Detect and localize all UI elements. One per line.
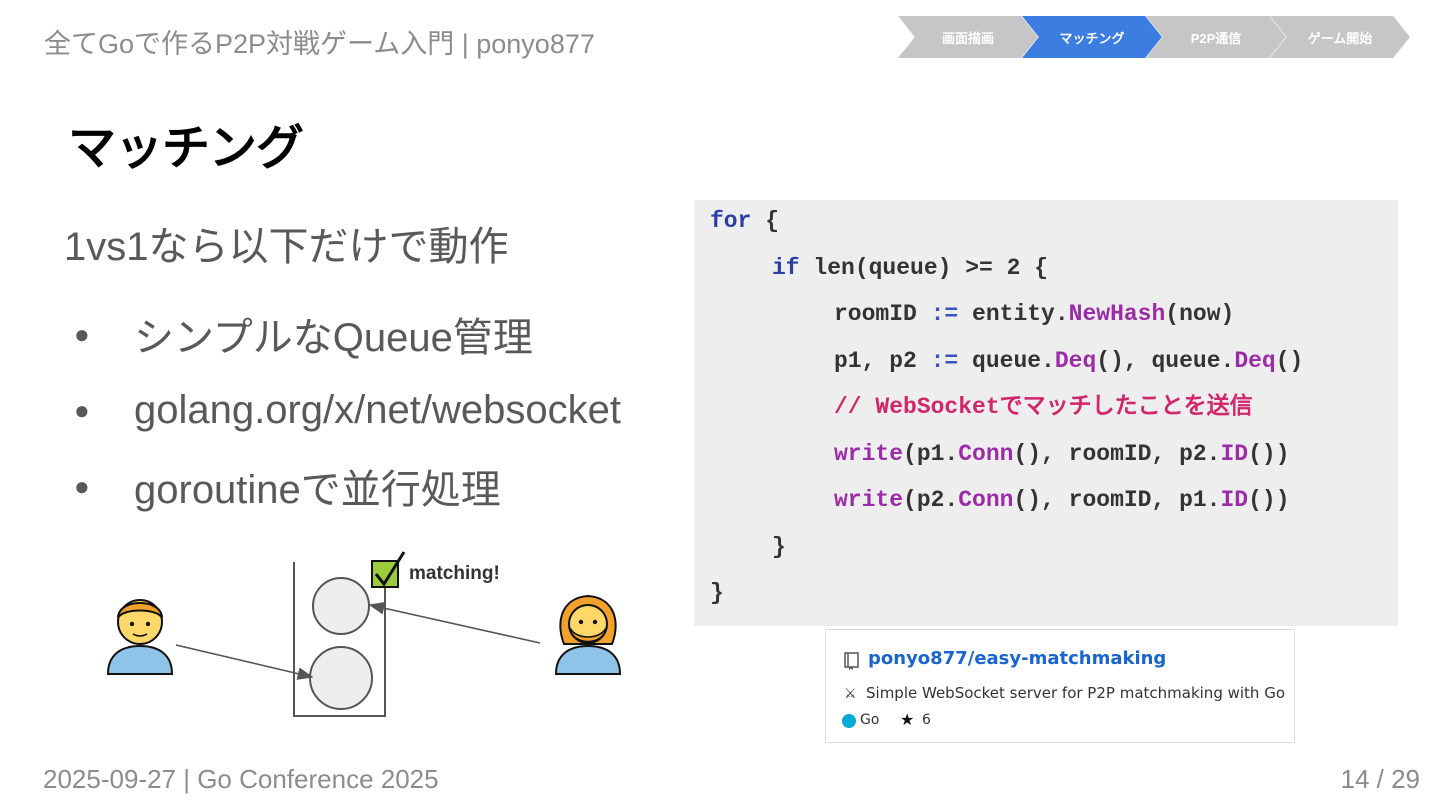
queue-slot-top (312, 577, 370, 635)
code-token: (), queue. (1096, 347, 1235, 374)
code-token: := (930, 301, 959, 327)
repo-card[interactable]: ponyo877/easy-matchmaking ⚔ Simple WebSo… (825, 629, 1295, 743)
bullet-dot: ● (74, 394, 90, 425)
code-token: queue. (958, 347, 1055, 374)
code-line: p1, p2 := queue.Deq(), queue.Deq() (834, 346, 1303, 376)
code-token: ID (1220, 487, 1249, 513)
queue-container (293, 562, 386, 717)
code-token: (p2. (903, 487, 959, 513)
queue-slot-bottom (309, 646, 373, 710)
bullet-list: ● シンプルなQueue管理 ● golang.org/x/net/websoc… (74, 296, 621, 524)
step-game-start: ゲーム開始 (1270, 16, 1410, 58)
code-token: (), roomID, p2. (1013, 440, 1221, 467)
step-p2p: P2P通信 (1146, 16, 1286, 58)
repo-book-icon (844, 652, 859, 670)
code-token: write (834, 487, 904, 513)
repo-language: Go (860, 712, 880, 728)
footer-date-event: 2025-09-27 | Go Conference 2025 (43, 764, 439, 794)
bullet-text: シンプルなQueue管理 (134, 316, 533, 360)
lead-text: 1vs1なら以下だけで動作 (64, 225, 509, 269)
code-token: write (834, 440, 904, 467)
code-token: (now) (1165, 301, 1235, 327)
progress-steps: 画面描画 マッチング P2P通信 ゲーム開始 (898, 16, 1414, 58)
code-line: if len(queue) >= 2 { (772, 253, 1048, 283)
code-line: write(p1.Conn(), roomID, p2.ID()) (834, 439, 1290, 469)
code-token: { (751, 208, 780, 234)
code-token: () (1275, 347, 1304, 374)
code-line: roomID := entity.NewHash(now) (834, 299, 1234, 329)
language-color-dot (842, 714, 856, 728)
code-token: } (772, 533, 786, 560)
arrow-left-player (175, 644, 314, 680)
bullet-text: golang.org/x/net/websocket (134, 387, 621, 432)
code-token: Conn (958, 487, 1014, 513)
code-line: } (772, 532, 786, 562)
code-token: } (710, 580, 724, 606)
bullet-item: ● シンプルなQueue管理 (74, 296, 621, 372)
page-number: 14 / 29 (1340, 764, 1420, 794)
checkmark-icon (371, 551, 406, 588)
code-token: ()) (1248, 487, 1290, 513)
bullet-dot: ● (74, 470, 90, 501)
code-token: Deq (1054, 347, 1097, 374)
code-token: entity. (958, 301, 1069, 327)
code-token: len(queue) >= 2 { (799, 254, 1049, 281)
bullet-item: ● golang.org/x/net/websocket (74, 372, 621, 448)
code-token: (), roomID, p1. (1013, 487, 1221, 513)
code-token: p1, p2 (834, 347, 931, 374)
code-token: // WebSocketでマッチしたことを送信 (834, 394, 1253, 420)
code-token: (p1. (903, 440, 959, 467)
code-token: NewHash (1068, 301, 1166, 327)
code-line: } (710, 578, 724, 608)
code-token: roomID (834, 301, 931, 327)
code-token: ID (1220, 440, 1249, 467)
bullet-item: ● goroutineで並行処理 (74, 448, 621, 524)
repo-description: Simple WebSocket server for P2P matchmak… (866, 684, 1290, 702)
code-line: write(p2.Conn(), roomID, p1.ID()) (834, 485, 1290, 515)
code-token: Deq (1234, 347, 1276, 374)
step-matching: マッチング (1022, 16, 1162, 58)
arrow-right-player (368, 601, 541, 644)
bullet-text: goroutineで並行処理 (134, 468, 501, 512)
code-token: for (710, 208, 752, 234)
code-token: if (772, 254, 800, 281)
code-token: := (930, 347, 959, 374)
matching-label: matching! (409, 563, 500, 584)
step-drawing: 画面描画 (898, 16, 1038, 58)
code-line: // WebSocketでマッチしたことを送信 (834, 392, 1253, 422)
code-token: ()) (1248, 440, 1290, 467)
slide-title: マッチング (68, 122, 304, 175)
star-icon: ★ (900, 710, 915, 729)
person-left-icon (106, 599, 174, 675)
header-title: 全てGoで作るP2P対戦ゲーム入門 | ponyo877 (44, 29, 595, 59)
person-right-icon (554, 594, 622, 675)
matchmaking-diagram (106, 551, 622, 717)
code-block: for { if len(queue) >= 2 { roomID := entit… (694, 200, 1398, 626)
code-line: for { (710, 206, 779, 236)
crossed-swords-icon: ⚔ (844, 686, 857, 702)
repo-name-link[interactable]: ponyo877/easy-matchmaking (868, 648, 1167, 669)
bullet-dot: ● (74, 318, 90, 349)
code-token: Conn (958, 440, 1014, 467)
star-count: 6 (922, 712, 931, 728)
